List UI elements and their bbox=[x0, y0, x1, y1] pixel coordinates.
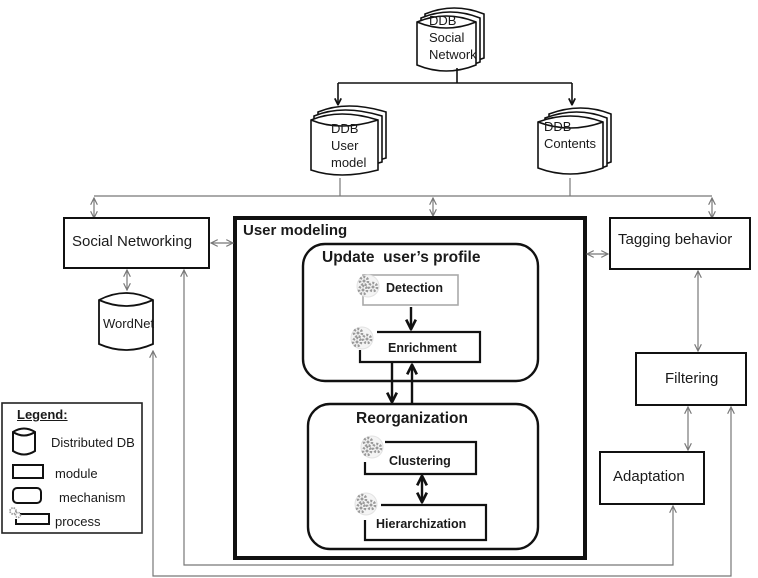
db-contents-label: DDB Contents bbox=[544, 118, 596, 152]
process-hierarchization bbox=[363, 503, 488, 542]
gears-icon bbox=[361, 436, 383, 458]
gears-icon bbox=[357, 275, 379, 297]
db-label-line: Social bbox=[429, 30, 465, 45]
adaptation-label: Adaptation bbox=[613, 468, 685, 485]
legend-title: Legend: bbox=[17, 407, 68, 422]
enrichment-label: Enrichment bbox=[388, 341, 457, 355]
module-tagging-behavior bbox=[609, 217, 751, 270]
legend-item-mechanism: mechanism bbox=[59, 490, 126, 505]
gears-icon bbox=[351, 327, 373, 349]
social-networking-label: Social Networking bbox=[72, 233, 193, 250]
top-bus-connectors bbox=[94, 178, 712, 218]
legend bbox=[1, 402, 143, 534]
process-detection bbox=[362, 274, 459, 306]
legend-item-process: process bbox=[55, 514, 101, 529]
clustering-label: Clustering bbox=[389, 454, 451, 468]
module-social-networking bbox=[63, 217, 210, 269]
rounded-rectangle-icon bbox=[12, 487, 42, 504]
filtering-label: Filtering bbox=[665, 370, 719, 387]
tagging-behavior-label: Tagging behavior bbox=[618, 231, 733, 248]
db-label-line: DDB bbox=[331, 121, 359, 136]
cylinder-icon bbox=[12, 427, 36, 456]
db-label-line: DDB bbox=[544, 119, 572, 134]
detection-label: Detection bbox=[386, 281, 443, 295]
db-label-line: Contents bbox=[544, 136, 597, 151]
reorganization-label: Reorganization bbox=[356, 410, 468, 427]
side-connectors bbox=[127, 243, 731, 577]
sn-db-connectors bbox=[338, 68, 572, 104]
gears-icon bbox=[355, 493, 377, 515]
db-social-network-label: DDB Social Network bbox=[429, 12, 477, 63]
user-modeling-label: User modeling bbox=[243, 222, 348, 239]
db-social-network bbox=[416, 7, 485, 72]
db-contents bbox=[537, 107, 612, 175]
db-wordnet-label: WordNet bbox=[103, 316, 155, 331]
process-clustering bbox=[363, 440, 478, 476]
hierarchization-label: Hierarchization bbox=[376, 517, 467, 531]
db-label-line: User bbox=[331, 138, 359, 153]
process-enrichment bbox=[358, 330, 482, 364]
legend-item-module: module bbox=[55, 466, 98, 481]
db-user-model-label: DDB User model bbox=[331, 120, 366, 171]
db-user-model bbox=[310, 105, 387, 176]
db-label-line: model bbox=[331, 155, 367, 170]
db-label-line: DDB bbox=[429, 13, 457, 28]
db-wordnet bbox=[98, 292, 154, 351]
rectangle-icon bbox=[12, 464, 44, 479]
gear-rectangle-icon bbox=[15, 513, 50, 525]
update-profile-label: Update user’s profile bbox=[322, 249, 481, 266]
db-label-line: Network bbox=[429, 47, 477, 62]
legend-item-distributed-db: Distributed DB bbox=[51, 435, 135, 450]
